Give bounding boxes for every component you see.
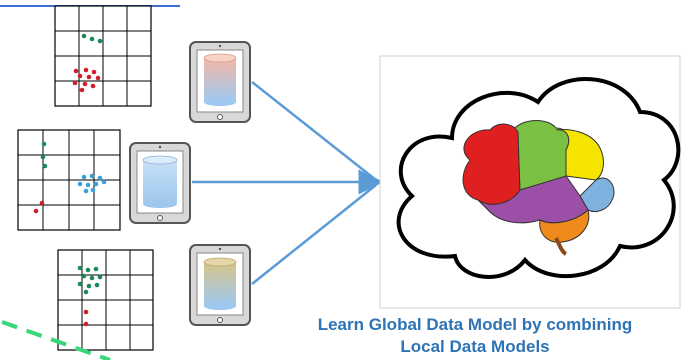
database-cylinder-icon [203,257,237,310]
database-cylinder-icon [142,155,178,208]
aggregation-arrows [192,81,384,285]
global-model-cloud [379,55,681,309]
scatter-grid-2 [17,129,121,231]
dashed-boundary-line [1,320,111,360]
caption-line-1: Learn Global Data Model by combining [317,315,633,334]
brain-icon [462,120,615,256]
tablet-icon-3 [189,244,251,326]
scatter-grid-1 [54,5,152,107]
tablet-icon-2 [129,142,191,224]
database-cylinder-icon [203,53,237,106]
scatter-grid-3 [57,249,154,351]
caption-line-2: Local Data Models [400,337,550,356]
tablet-icon-1 [189,41,251,123]
